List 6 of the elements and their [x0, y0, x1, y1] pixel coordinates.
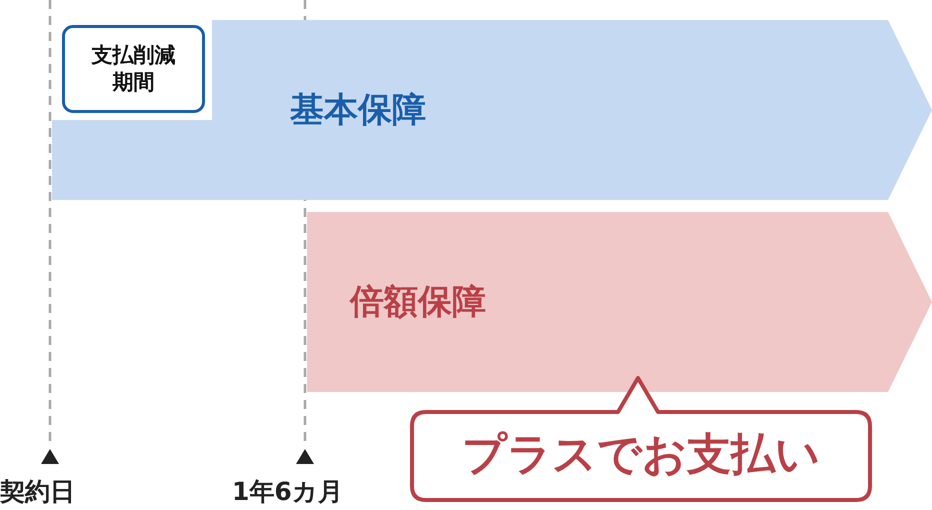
period-tag: 支払削減期間 [62, 25, 205, 113]
band-label: 基本保障 [290, 89, 426, 132]
timeline-label: 契約日 [0, 476, 75, 508]
band-label: 倍額保障 [350, 281, 486, 324]
timeline-label: 1年6カ月 [232, 476, 343, 508]
callout-text: プラスでお支払い [462, 428, 820, 482]
